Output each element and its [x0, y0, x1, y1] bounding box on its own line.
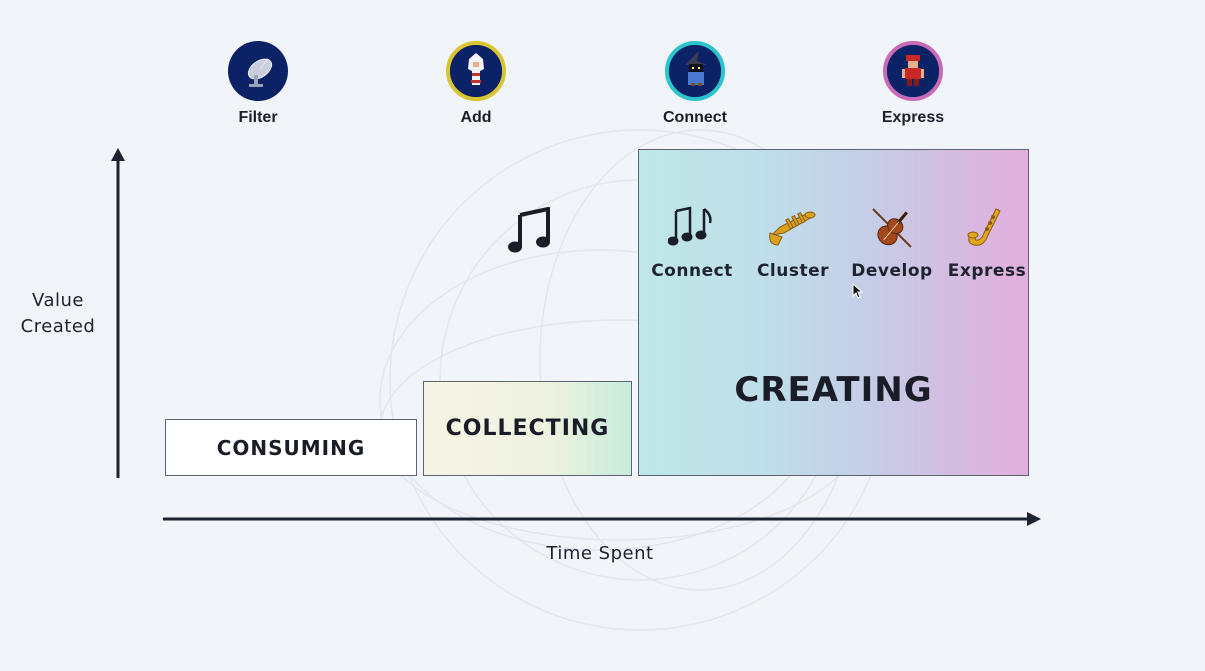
music-note-icon: [508, 207, 550, 253]
stage-consuming: CONSUMING: [165, 419, 417, 476]
avatar-label: Filter: [238, 109, 278, 126]
instrument-express: Express: [937, 205, 1037, 281]
saxophone-icon: [967, 208, 1001, 246]
instrument-label: Connect: [651, 261, 733, 281]
red-warrior-icon: [883, 41, 943, 101]
instrument-develop: Develop: [842, 205, 942, 281]
instrument-cluster: Cluster: [743, 205, 843, 281]
avatar-add: Add: [421, 41, 531, 127]
music-notes-icon: [668, 206, 712, 246]
stage-creating-label: CREATING: [734, 370, 933, 410]
avatar-filter: Filter: [203, 41, 313, 127]
avatar-label: Express: [881, 109, 945, 126]
x-axis-arrow: [1027, 512, 1041, 526]
avatar-express: Express: [858, 41, 968, 127]
satellite-dish-icon: [228, 41, 288, 101]
x-axis-label: Time Spent: [546, 543, 654, 564]
instrument-connect: Connect: [642, 205, 742, 281]
avatar-label: Connect: [663, 109, 727, 126]
y-axis-label: Value Created: [20, 290, 96, 337]
y-axis-arrow: [111, 148, 125, 161]
instrument-label: Cluster: [756, 261, 830, 281]
stage-collecting: COLLECTING: [423, 381, 632, 476]
instrument-label: Express: [947, 261, 1027, 281]
violin-icon: [872, 208, 912, 248]
white-mage-icon: [446, 41, 506, 101]
stage-creating: Connect Cluster: [638, 149, 1029, 476]
black-mage-icon: [665, 41, 725, 101]
avatar-connect: Connect: [640, 41, 750, 127]
instrument-label: Develop: [851, 261, 933, 281]
avatar-label: Add: [460, 109, 492, 126]
mouse-cursor-icon: [852, 283, 864, 299]
trumpet-icon: [769, 211, 816, 246]
